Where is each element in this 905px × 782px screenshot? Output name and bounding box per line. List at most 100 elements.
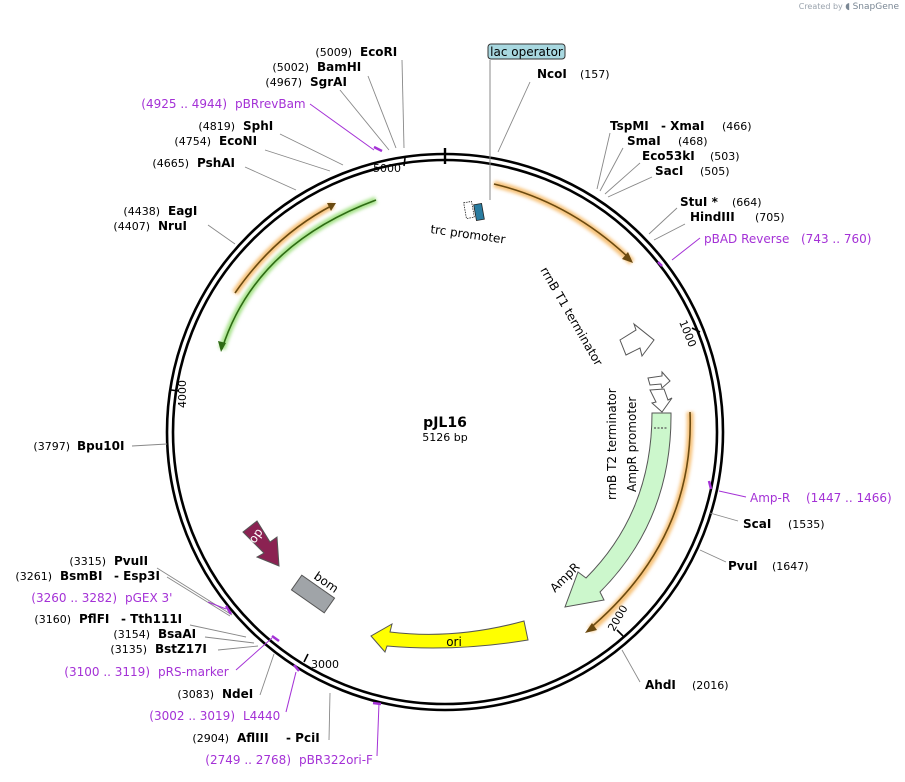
site-leaders [131, 59, 739, 741]
leader-SmaI [599, 147, 624, 192]
primer-range-pRS-marker: (3100 .. 3119) [64, 665, 150, 679]
tick-1000 [691, 327, 701, 333]
tick-5000 [403, 157, 406, 167]
primer-range-pBADReverse: (743 .. 760) [801, 232, 871, 246]
primer-pBADReverse: pBAD Reverse [704, 232, 789, 246]
primer-pRS-marker: pRS-marker [158, 665, 229, 679]
tick-3000 [303, 653, 309, 663]
site-NcoI: NcoI [537, 67, 567, 81]
trc-promoter-mark [473, 202, 485, 222]
site-pos-TspMI: (466) [722, 120, 752, 133]
site-EcoRI: EcoRI [360, 45, 397, 59]
leader-TspMI [596, 132, 611, 190]
site-PvuII: PvuII [114, 554, 148, 568]
sites-right: NcoI (157) TspMI - XmaI (466) SmaI (468)… [537, 67, 825, 692]
leader-NcoI [497, 81, 531, 153]
site-pos-BamHI: (5002) [272, 61, 309, 74]
rrnB-T2-arrow [647, 370, 671, 389]
AmpR-feature [564, 412, 672, 608]
site-SphI: SphI [243, 119, 273, 133]
site-AhdI: AhdI [645, 678, 676, 692]
mark-AmpR-primer [707, 480, 713, 490]
leader-pBADReverse [671, 237, 701, 261]
mark-pBRrevBam [373, 145, 383, 153]
leader-StuI [648, 207, 678, 235]
trc-promoter-label: trc promoter [430, 222, 507, 246]
site-SmaI: SmaI [627, 134, 661, 148]
primer-leaders [207, 103, 747, 757]
primer-pBR322ori-F: pBR322ori-F [299, 753, 373, 767]
leader-BamHI [367, 75, 397, 149]
site-PflFI: PflFI [79, 612, 109, 626]
leader-AmpR-primer [718, 490, 747, 498]
primer-L4440: L4440 [243, 709, 280, 723]
site-NdeI: NdeI [222, 687, 253, 701]
site-ScaI: ScaI [743, 517, 771, 531]
site-pos-Bpu10I: (3797) [33, 440, 70, 453]
site-SacI: SacI [655, 164, 683, 178]
leader-SacI [607, 176, 653, 198]
primer-pGEX3: pGEX 3' [125, 591, 172, 605]
site-pos-NcoI: (157) [580, 68, 610, 81]
site-Tth111I: - Tth111I [121, 612, 182, 626]
plasmid-length: 5126 bp [422, 431, 467, 444]
site-pos-HindIII: (705) [755, 211, 785, 224]
site-pos-EagI: (4438) [123, 205, 160, 218]
ori-label: ori [446, 635, 462, 649]
mark-L4440 [293, 664, 300, 672]
leader-pGEX3 [207, 601, 227, 610]
leader-ScaI [709, 512, 739, 522]
leader-PvuI [699, 549, 727, 563]
credit-brand: SnapGene [852, 2, 899, 12]
site-pos-AflIII: (2904) [192, 732, 229, 745]
site-pos-SgrAI: (4967) [265, 76, 302, 89]
site-pos-BsmBI: (3261) [15, 570, 52, 583]
leader-BsaAI [204, 636, 255, 644]
rrnB-T2-label: rrnB T2 terminator [605, 388, 619, 500]
site-NruI: NruI [158, 219, 187, 233]
primer-range-pGEX3: (3260 .. 3282) [31, 591, 117, 605]
snapgene-credit: Created by ◖ SnapGene [799, 2, 899, 12]
primer-range-L4440: (3002 .. 3019) [149, 709, 235, 723]
site-pos-EcoRI: (5009) [315, 46, 352, 59]
leader-BsmBI [166, 576, 231, 617]
leader-BstZ17I [217, 645, 259, 651]
leader-SgrAI [339, 89, 390, 151]
site-pos-PvuII: (3315) [69, 555, 106, 568]
primer-AmpR: Amp-R [750, 491, 790, 505]
site-BamHI: BamHI [317, 60, 361, 74]
site-BsaAI: BsaAI [158, 627, 196, 641]
orange-arrow-top [493, 183, 631, 260]
site-XmaI: - XmaI [661, 119, 705, 133]
site-EagI: EagI [168, 204, 197, 218]
mark-pRS-marker [271, 634, 280, 643]
ticks [170, 157, 701, 663]
site-Eco53kI: Eco53kI [642, 149, 695, 163]
orange-arrow-top-head [622, 252, 633, 263]
rrnB-T1-arrow [619, 322, 655, 358]
tick-label-5000: 5000 [373, 162, 401, 175]
tick-2000 [616, 629, 624, 637]
site-pos-PflFI: (3160) [34, 613, 71, 626]
lac-operator-box [487, 43, 566, 60]
leader-EcoRI [401, 59, 405, 149]
site-SgrAI: SgrAI [310, 75, 347, 89]
primer-pBRrevBam: pBRrevBam [235, 97, 306, 111]
site-pos-Eco53kI: (503) [710, 150, 740, 163]
plasmid-name: pJL16 [423, 415, 467, 431]
tick-label-3000: 3000 [311, 658, 339, 671]
tick-label-4000: 4000 [176, 380, 189, 408]
leader-EagI-NruI [207, 224, 236, 245]
mark-pBADReverse [657, 261, 663, 267]
primer-range-pBR322ori-F: (2749 .. 2768) [205, 753, 291, 767]
rrnB-T1-label: rrnB T1 terminator [537, 265, 605, 369]
leader-pBRrevBam [309, 103, 375, 151]
site-pos-EcoNI: (4754) [174, 135, 211, 148]
site-pos-ScaI: (1535) [788, 518, 825, 531]
leader-SphI [279, 133, 344, 166]
leader-Bpu10I [131, 443, 168, 447]
mark-pBR322ori-F [372, 701, 382, 706]
leader-Eco53kI [604, 162, 641, 195]
sites-left: (5009) EcoRI (5002) BamHI (4967) SgrAI (… [15, 45, 397, 745]
bom-feature [290, 574, 336, 614]
